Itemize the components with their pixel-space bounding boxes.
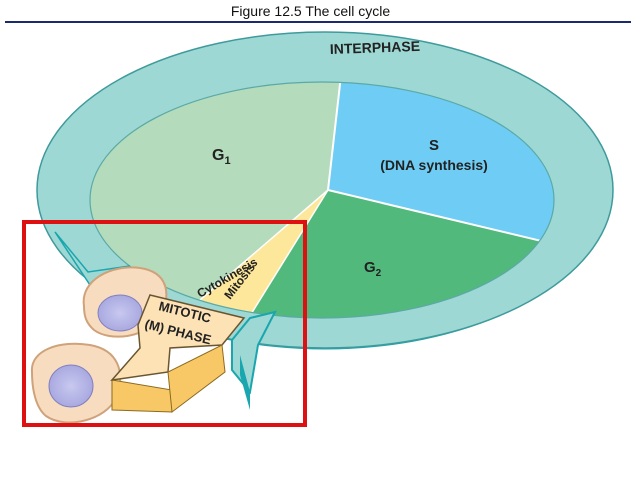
ring-arrowhead-side	[240, 355, 250, 410]
title-underline	[5, 21, 631, 23]
mitotic-arrow	[110, 294, 246, 413]
g2-label: G2	[364, 259, 382, 279]
cell-lower	[30, 342, 121, 424]
interphase-label: INTERPHASE	[330, 38, 421, 57]
g1-label: G1	[212, 147, 231, 167]
highlight-box	[22, 220, 307, 427]
s-label: S	[429, 137, 439, 154]
figure-title: Figure 12.5 The cell cycle	[230, 3, 391, 19]
s-detail-label: (DNA synthesis)	[380, 157, 488, 173]
